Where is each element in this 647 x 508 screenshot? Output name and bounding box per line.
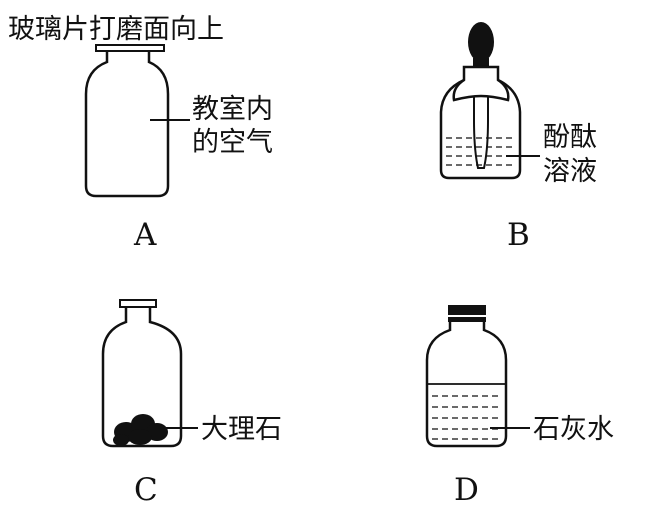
bottle-b (439, 78, 522, 180)
dropper-bulb (468, 22, 494, 62)
label-phenolphthalein-line1: 酚酞 (543, 122, 597, 153)
bottle-d-cap-band (448, 317, 486, 322)
marble-pieces (113, 414, 168, 446)
panel-d-letter: D (454, 472, 479, 508)
label-phenolphthalein-line2: 溶液 (543, 156, 597, 187)
bottle-c (101, 307, 183, 448)
panel-a-letter: A (133, 217, 157, 253)
bottle-a (84, 52, 170, 198)
panel-b-letter: B (507, 217, 530, 253)
label-limewater: 石灰水 (533, 414, 614, 445)
glass-plate (95, 44, 165, 52)
bottle-d-cap (448, 305, 486, 315)
dropper-stopper (452, 65, 510, 102)
dropper-tube (473, 96, 489, 169)
bottle-c-stopper (119, 299, 157, 308)
panel-a-note: 玻璃片打磨面向上 (8, 14, 224, 45)
dropper-bulb-collar (473, 58, 489, 66)
phenolphthalein-liquid (446, 137, 516, 166)
label-classroom-air-line1: 教室内 (192, 94, 273, 125)
panel-d: 石灰水 D (425, 305, 614, 508)
limewater-liquid (432, 395, 502, 440)
panel-b: 酚酞 溶液 B (439, 22, 597, 253)
panel-c: 大理石 C (101, 299, 282, 508)
label-classroom-air-line2: 的空气 (192, 127, 273, 158)
panel-a: 玻璃片打磨面向上 教室内 的空气 A (8, 14, 273, 253)
panel-c-letter: C (134, 472, 158, 508)
bottle-d (425, 322, 508, 448)
label-marble: 大理石 (201, 414, 282, 445)
